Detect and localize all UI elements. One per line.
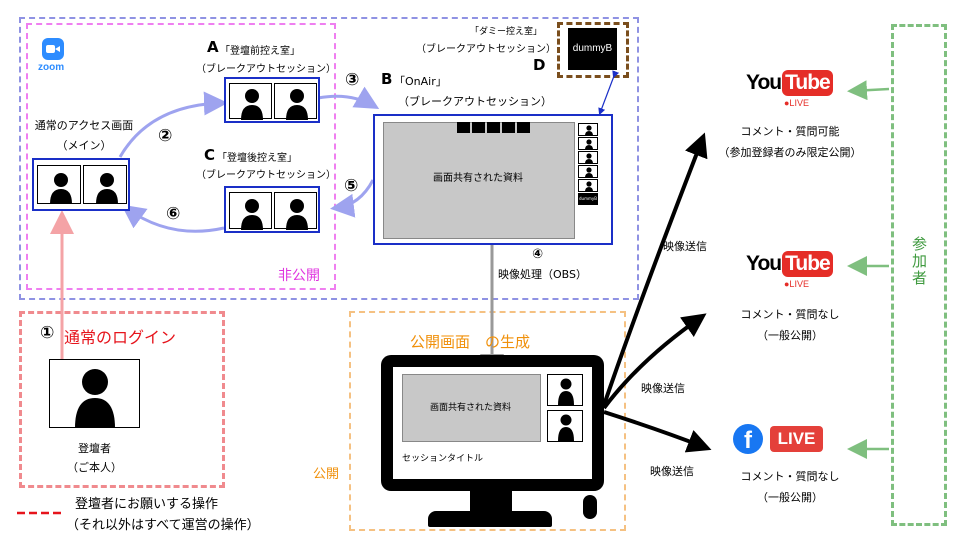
public-label: 公開 xyxy=(313,467,340,482)
speaker-name: 登壇者 xyxy=(78,442,111,455)
speaker-avatar xyxy=(49,359,140,428)
monitor-speaker-tile xyxy=(547,410,583,442)
main-room xyxy=(32,158,130,211)
arrow-to-youtube-1 xyxy=(602,132,708,406)
arrow-2 xyxy=(118,91,228,158)
step-5: ⑤ xyxy=(344,176,359,196)
legend-line1: 登壇者にお願いする操作 xyxy=(75,497,219,512)
room-b-title: 「OnAir」 xyxy=(394,75,447,88)
zoom-area xyxy=(19,17,639,300)
room-d-letter: D xyxy=(533,56,546,74)
step-4-label: 映像処理（OBS） xyxy=(498,268,587,281)
step-2: ② xyxy=(158,126,173,146)
room-d-title: 「ダミー控え室」 xyxy=(470,27,543,37)
transmit-label-1: 映像送信 xyxy=(663,240,707,253)
step-1: ① xyxy=(40,323,55,343)
monitor-session-title: セッションタイトル xyxy=(402,454,484,464)
room-b: 画面共有された資料 dummyB xyxy=(373,114,613,245)
arrow-3 xyxy=(317,86,380,110)
shared-screen xyxy=(383,122,575,239)
facebook-icon: f xyxy=(733,424,763,454)
participant-tile xyxy=(37,165,81,204)
monitor-speaker-tile xyxy=(547,374,583,406)
legend-line xyxy=(17,511,65,515)
room-c-title: 「登壇後控え室」 xyxy=(217,153,297,164)
participant-tile xyxy=(83,165,127,204)
room-c xyxy=(224,186,320,233)
private-label: 非公開 xyxy=(278,268,320,284)
private-area xyxy=(26,23,336,290)
output-2-line2: （一般公開） xyxy=(757,329,823,342)
output-1-line1: コメント・質問可能 xyxy=(740,125,840,138)
monitor-base xyxy=(428,511,552,527)
public-title: 公開画面 の生成 xyxy=(410,333,531,351)
youtube-logo: You Tube xyxy=(746,251,833,277)
youtube-live-badge: ●LIVE xyxy=(784,98,809,108)
monitor-content: 画面共有された資料 xyxy=(429,403,511,413)
room-c-letter: C xyxy=(204,146,216,164)
output-3-line1: コメント・質問なし xyxy=(740,470,840,483)
room-a-subtitle: （ブレークアウトセッション） xyxy=(196,64,336,75)
main-room-subtitle: （メイン） xyxy=(56,139,112,152)
mouse-icon xyxy=(583,495,597,519)
arrow-to-facebook xyxy=(603,410,712,453)
step-6: ⑥ xyxy=(166,204,181,224)
participant-tile xyxy=(274,192,317,230)
public-area xyxy=(349,311,626,531)
public-monitor: 画面共有された資料 セッションタイトル xyxy=(381,355,604,491)
output-3-line2: （一般公開） xyxy=(757,491,823,504)
room-a-letter: A xyxy=(207,38,219,56)
zoom-logo-text: zoom xyxy=(38,62,65,73)
participant-tile xyxy=(229,83,272,120)
room-d-subtitle: （ブレークアウトセッション） xyxy=(416,44,556,55)
arrow-6 xyxy=(121,204,225,233)
room-b-dummy-tile: dummyB xyxy=(578,193,598,205)
participant-tile xyxy=(229,192,272,230)
main-room-title: 通常のアクセス画面 xyxy=(34,119,134,132)
youtube-logo: You Tube xyxy=(746,70,833,96)
youtube-live-badge: ●LIVE xyxy=(784,279,809,289)
participant-area xyxy=(891,24,947,526)
monitor-screen: 画面共有された資料 セッションタイトル xyxy=(393,367,592,479)
output-2-line1: コメント・質問なし xyxy=(740,308,840,321)
room-d-tile: dummyB xyxy=(568,28,617,70)
arrow-to-youtube-2 xyxy=(602,313,707,410)
participant-label: 参加者 xyxy=(910,236,928,287)
participant-tile xyxy=(274,83,317,120)
room-b-subtitle: （ブレークアウトセッション） xyxy=(398,95,552,108)
transmit-label-2: 映像送信 xyxy=(641,382,685,395)
room-a xyxy=(224,77,320,123)
login-label: 通常のログイン xyxy=(64,328,177,347)
step-3: ③ xyxy=(345,70,360,90)
login-area xyxy=(19,311,225,488)
facebook-live-badge: LIVE xyxy=(770,426,823,452)
link-d-b xyxy=(598,70,620,116)
dummy-room-box xyxy=(557,22,629,78)
zoom-camera-icon xyxy=(42,38,64,60)
room-c-subtitle: （ブレークアウトセッション） xyxy=(196,170,336,181)
speaker-note: （ご本人） xyxy=(67,461,122,474)
room-b-letter: B xyxy=(381,70,393,88)
room-a-title: 「登壇前控え室」 xyxy=(220,46,300,57)
output-1-line2: （参加登録者のみ限定公開） xyxy=(718,146,862,159)
legend-line2: （それ以外はすべて運営の操作） xyxy=(66,518,260,533)
transmit-label-3: 映像送信 xyxy=(650,465,694,478)
zoom-logo: zoom xyxy=(38,38,68,73)
monitor-stand xyxy=(470,491,512,513)
room-b-content: 画面共有された資料 xyxy=(433,173,523,184)
participant-arrow-1 xyxy=(847,80,890,101)
step-4: ④ xyxy=(532,247,544,262)
arrow-5 xyxy=(330,179,375,218)
